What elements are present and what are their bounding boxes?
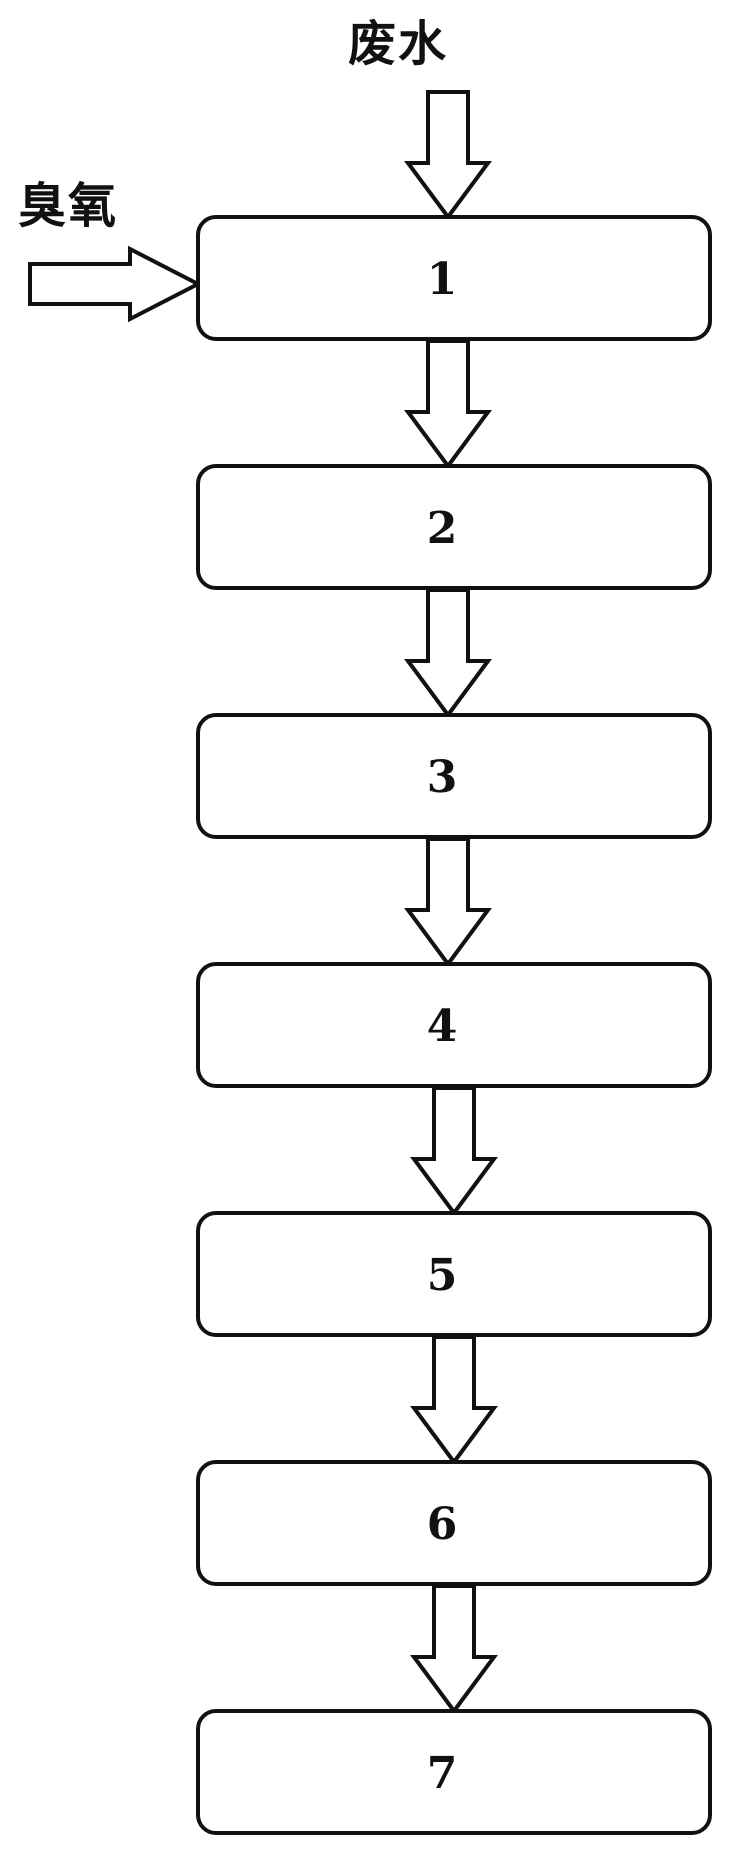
process-box-4 [196, 962, 712, 1088]
process-box-2 [196, 464, 712, 590]
process-box-1 [196, 215, 712, 341]
process-step-2: 2 [196, 464, 712, 590]
boxes-layer: 1 2 3 4 5 6 7 [196, 215, 712, 1835]
process-step-number: 6 [427, 1499, 458, 1550]
process-box-7 [196, 1709, 712, 1835]
wastewater-input-label: 废水 [348, 16, 449, 72]
process-step-number: 3 [427, 752, 458, 803]
process-step-number: 5 [427, 1250, 458, 1301]
flow-arrow-6-to-7 [410, 1584, 498, 1715]
arrows-layer [28, 90, 498, 1715]
process-step-6: 6 [196, 1460, 712, 1586]
process-box-5 [196, 1211, 712, 1337]
ozone-input-arrow [28, 245, 203, 323]
process-step-number: 7 [427, 1748, 458, 1799]
process-step-4: 4 [196, 962, 712, 1088]
ozone-input-label: 臭氧 [18, 178, 119, 234]
flow-arrow-2-to-3 [404, 588, 492, 719]
flow-arrow-5-to-6 [410, 1335, 498, 1466]
process-step-7: 7 [196, 1709, 712, 1835]
process-box-3 [196, 713, 712, 839]
process-box-6 [196, 1460, 712, 1586]
wastewater-input-arrow [404, 90, 492, 221]
flow-arrow-3-to-4 [404, 837, 492, 968]
flow-arrow-1-to-2 [404, 339, 492, 470]
process-step-number: 2 [427, 503, 458, 554]
process-step-3: 3 [196, 713, 712, 839]
process-step-5: 5 [196, 1211, 712, 1337]
process-step-1: 1 [196, 215, 712, 341]
process-step-number: 1 [427, 254, 458, 305]
flow-arrow-4-to-5 [410, 1086, 498, 1217]
process-step-number: 4 [427, 1001, 458, 1052]
